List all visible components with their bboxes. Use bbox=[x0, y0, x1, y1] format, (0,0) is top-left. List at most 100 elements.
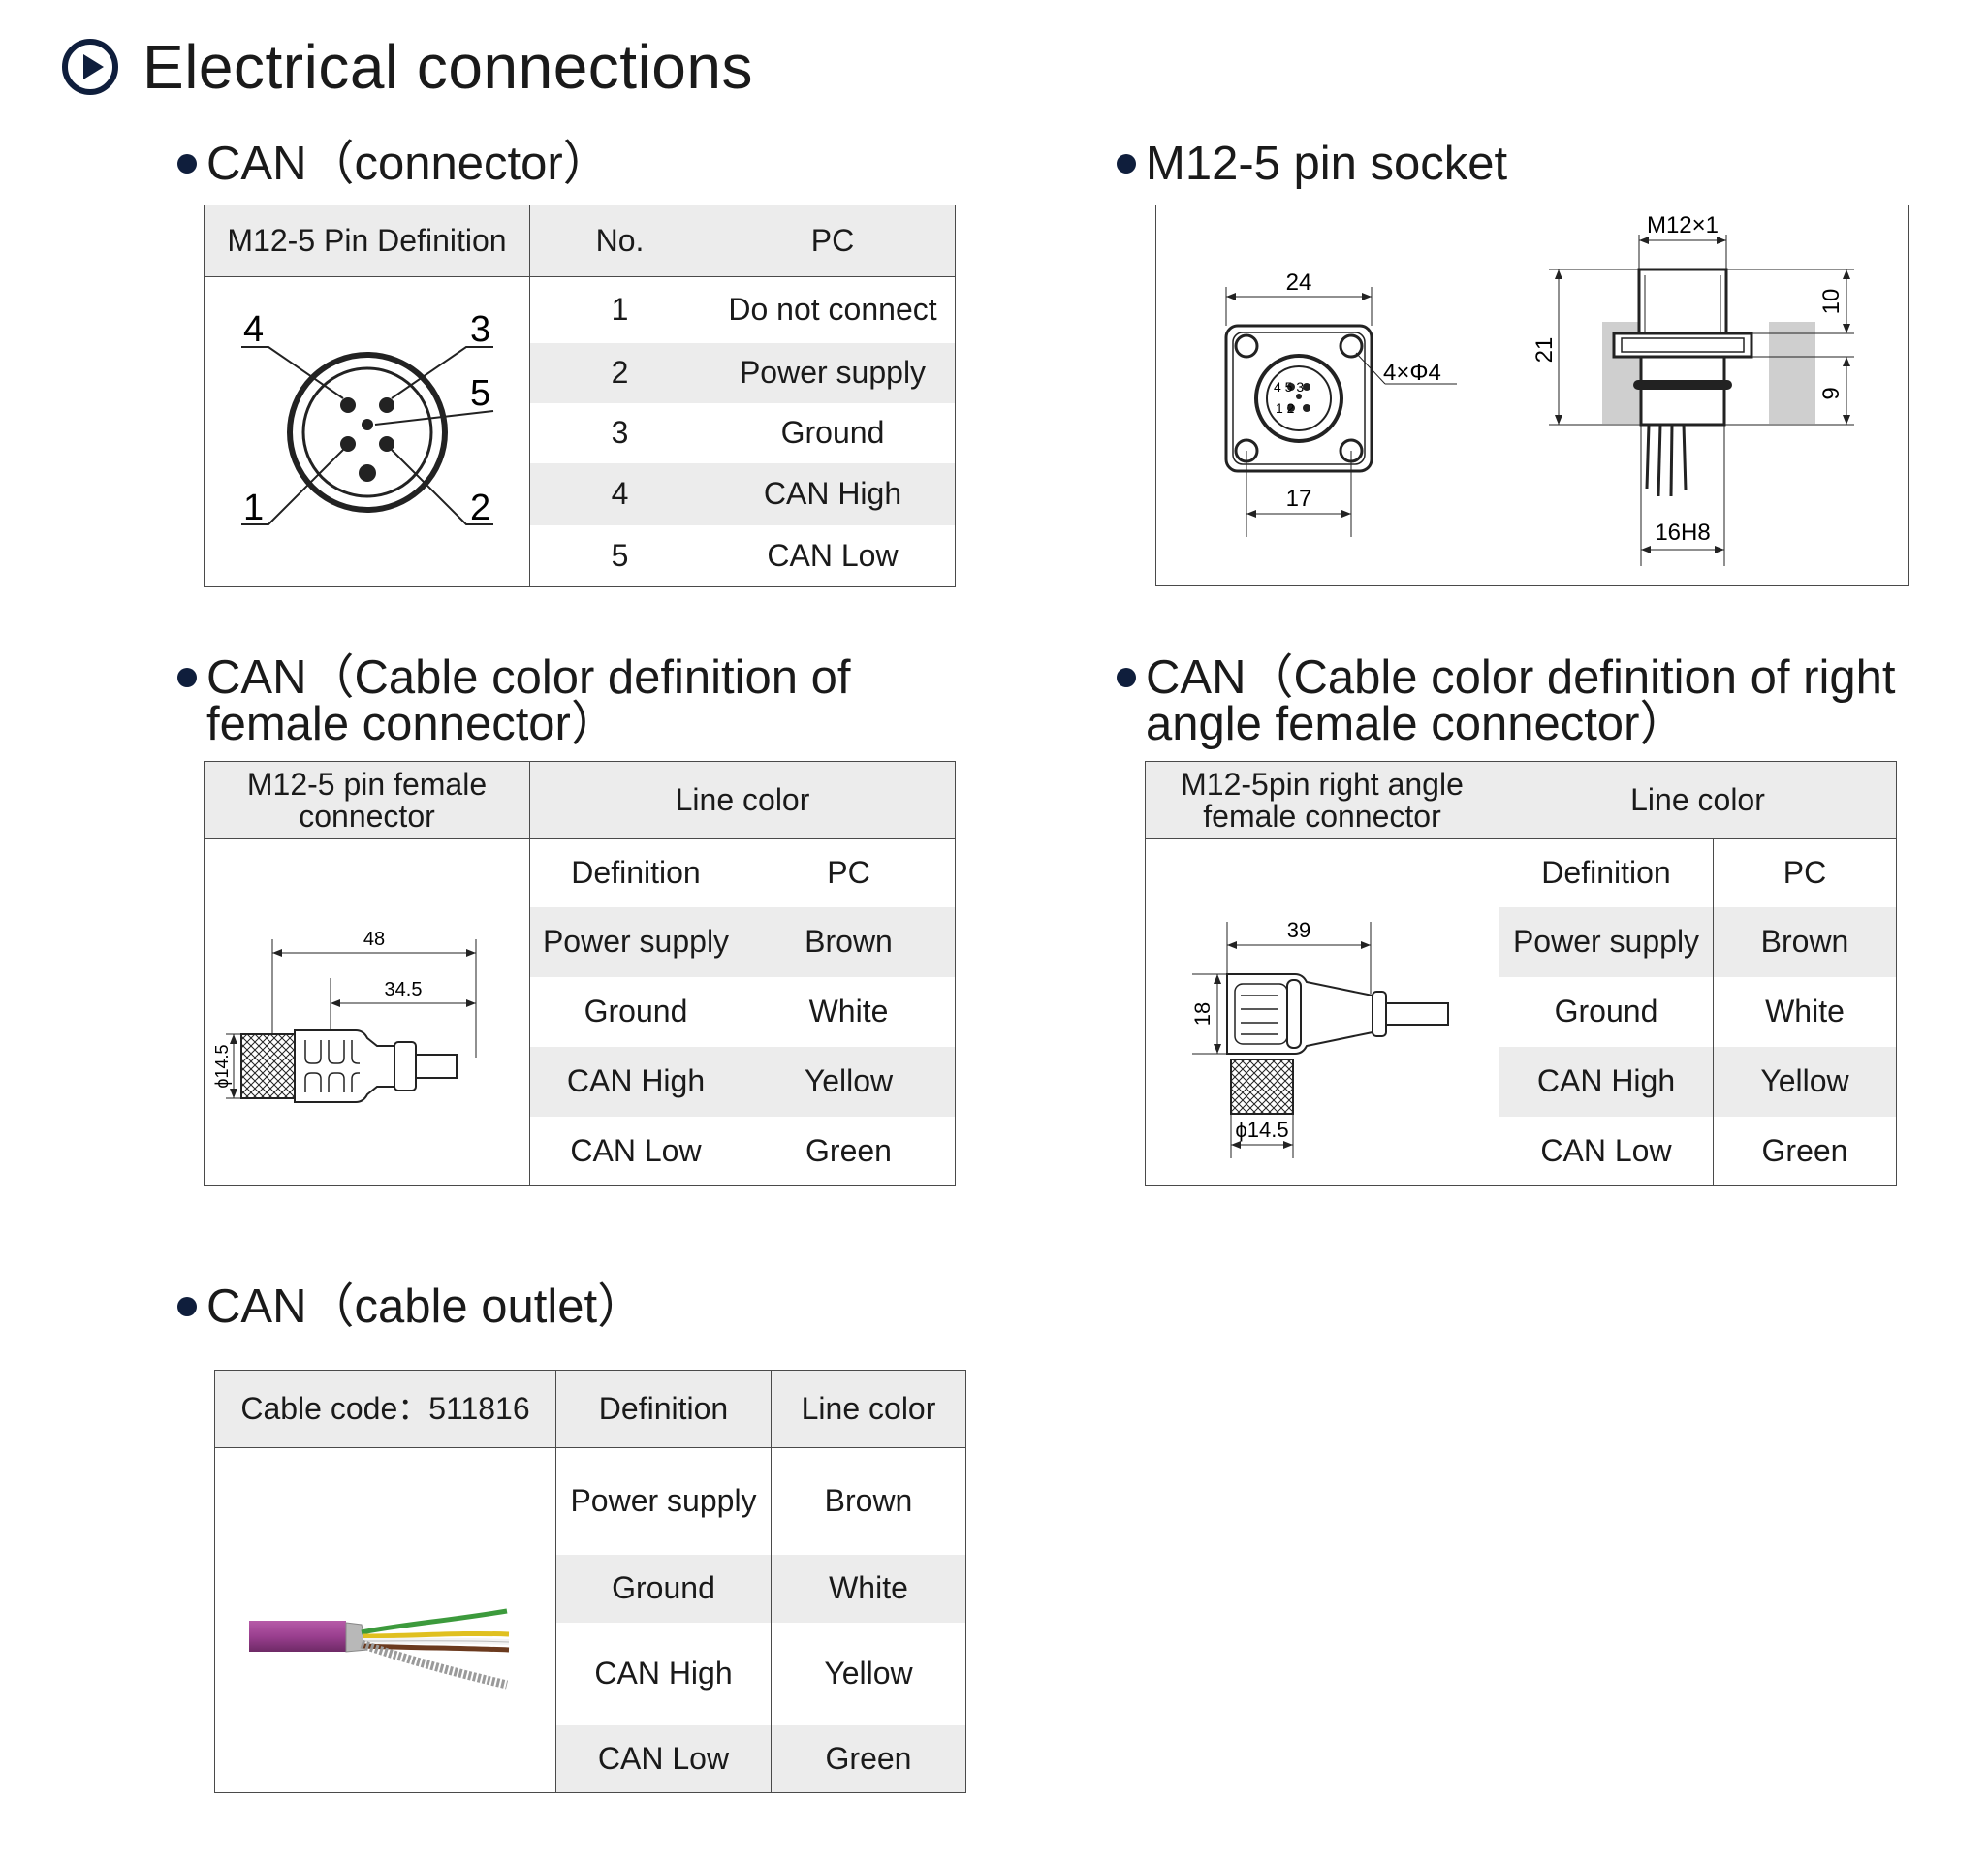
female-connector-drawing-cell: 48 34.5 ϕ14.5 bbox=[204, 838, 530, 1186]
dimension-label: 4×Φ4 bbox=[1383, 360, 1441, 386]
table-row: 3 Ground bbox=[205, 402, 956, 463]
page-title-text: Electrical connections bbox=[142, 32, 753, 102]
table-cell: Power supply bbox=[710, 342, 956, 403]
subheader-cell: Definition bbox=[529, 838, 742, 907]
dimension-label: 24 bbox=[1286, 269, 1312, 296]
table-cell: 5 bbox=[529, 524, 710, 587]
table-cell: CAN High bbox=[710, 462, 956, 525]
table-row: 2 Power supply bbox=[205, 342, 956, 403]
table-row: CAN Low Green bbox=[215, 1724, 966, 1793]
cable-photo-cell bbox=[214, 1447, 556, 1793]
section-heading-cable-outlet: CAN（cable outlet） bbox=[177, 1283, 645, 1331]
header-cell: Line color bbox=[771, 1370, 966, 1448]
table-cell: Yellow bbox=[771, 1622, 966, 1725]
dimension-label: 18 bbox=[1190, 1001, 1215, 1025]
header-cell: No. bbox=[529, 205, 710, 277]
pin-number-label: 4 5 3 bbox=[1274, 379, 1304, 395]
table-cell: Green bbox=[742, 1116, 956, 1186]
table-cell: White bbox=[742, 976, 956, 1047]
table-row: CAN High Yellow bbox=[205, 1046, 956, 1117]
dimension-label: ϕ14.5 bbox=[1235, 1118, 1288, 1142]
cable-image bbox=[248, 1608, 509, 1689]
table-cell: 4 bbox=[529, 462, 710, 525]
dimension-label: 21 bbox=[1531, 337, 1558, 364]
table-cell: Yellow bbox=[742, 1046, 956, 1117]
table-row: CAN Low Green bbox=[1146, 1116, 1897, 1186]
pin-number-label: 1 2 bbox=[1276, 400, 1295, 416]
table-cell: CAN Low bbox=[529, 1116, 742, 1186]
cable-outlet-table: Cable code：511816 Definition Line color bbox=[214, 1370, 966, 1793]
header-cell: M12-5 Pin Definition bbox=[204, 205, 530, 277]
pin-label: 2 bbox=[470, 488, 490, 528]
table-cell: Green bbox=[771, 1724, 966, 1793]
table-row: CAN High Yellow bbox=[1146, 1046, 1897, 1117]
subheader-cell: PC bbox=[742, 838, 956, 907]
subheader-cell: Definition bbox=[1499, 838, 1714, 907]
table-cell: Ground bbox=[555, 1554, 772, 1623]
table-cell: CAN High bbox=[1499, 1046, 1714, 1117]
pin-label: 1 bbox=[243, 488, 264, 528]
dimension-label: 48 bbox=[363, 929, 384, 950]
header-cell: PC bbox=[710, 205, 956, 277]
section-heading-m12-socket: M12-5 pin socket bbox=[1117, 141, 1507, 188]
table-header-row: M12-5 pin female connector Line color bbox=[204, 761, 956, 839]
table-header-row: M12-5 Pin Definition No. PC bbox=[204, 205, 956, 277]
bullet-icon bbox=[177, 1297, 197, 1316]
table-cell: CAN Low bbox=[1499, 1116, 1714, 1186]
table-row: 5 CAN Low bbox=[205, 524, 956, 587]
dimension-label: ϕ14.5 bbox=[212, 1044, 232, 1088]
table-cell: CAN High bbox=[529, 1046, 742, 1117]
header-cell: Cable code：511816 bbox=[214, 1370, 556, 1448]
header-cell: Line color bbox=[1499, 761, 1897, 839]
pin-definition-table: M12-5 Pin Definition No. PC 4 3 5 bbox=[204, 205, 956, 587]
table-cell: White bbox=[1713, 976, 1897, 1047]
right-angle-connector-drawing-cell: 39 18 ϕ14.5 bbox=[1145, 838, 1499, 1186]
table-row: CAN Low Green bbox=[205, 1116, 956, 1186]
socket-drawing-panel: 4 5 3 1 2 24 17 4×Φ4 bbox=[1155, 205, 1909, 586]
table-cell: 2 bbox=[529, 342, 710, 403]
play-circle-icon bbox=[62, 39, 118, 95]
table-cell: CAN Low bbox=[710, 524, 956, 587]
dimension-label: 39 bbox=[1287, 918, 1310, 942]
header-cell: M12-5 pin female connector bbox=[204, 761, 530, 839]
table-cell: Green bbox=[1713, 1116, 1897, 1186]
table-row: Ground White bbox=[215, 1554, 966, 1623]
dimension-label: M12×1 bbox=[1647, 212, 1719, 238]
dimension-label: 9 bbox=[1818, 387, 1845, 399]
header-cell: M12-5pin right angle female connector bbox=[1145, 761, 1499, 839]
table-row: CAN High Yellow bbox=[215, 1622, 966, 1725]
table-row: 4 CAN High bbox=[205, 462, 956, 525]
section-heading-female-cable: CAN（Cable color definition of female con… bbox=[177, 654, 851, 748]
bullet-icon bbox=[177, 154, 197, 174]
pin-label: 5 bbox=[470, 373, 490, 414]
table-cell: CAN High bbox=[555, 1622, 772, 1725]
dimension-label: 34.5 bbox=[384, 979, 422, 1000]
pin-label: 4 bbox=[243, 309, 264, 350]
subheader-cell: PC bbox=[1713, 838, 1897, 907]
right-angle-connector-drawing: 39 18 ϕ14.5 bbox=[1190, 918, 1449, 1158]
table-cell: Yellow bbox=[1713, 1046, 1897, 1117]
header-cell: Definition bbox=[555, 1370, 772, 1448]
table-row: Ground White bbox=[205, 976, 956, 1047]
table-row: Power supply Brown bbox=[205, 906, 956, 977]
dimension-label: 17 bbox=[1286, 486, 1312, 512]
table-cell: 3 bbox=[529, 402, 710, 463]
pin-diagram-cell: 4 3 5 1 2 bbox=[204, 276, 530, 587]
page-title: Electrical connections bbox=[61, 31, 753, 103]
table-header-row: Cable code：511816 Definition Line color bbox=[214, 1370, 966, 1448]
m12-pin-diagram: 4 3 5 1 2 bbox=[240, 309, 493, 528]
section-heading-can-connector: CAN（connector） bbox=[177, 141, 611, 188]
header-cell: Line color bbox=[529, 761, 956, 839]
table-cell: Power supply bbox=[1499, 906, 1714, 977]
table-row: Power supply Brown bbox=[1146, 906, 1897, 977]
female-connector-drawing: 48 34.5 ϕ14.5 bbox=[212, 929, 476, 1103]
table-cell: Brown bbox=[1713, 906, 1897, 977]
right-angle-connector-color-table: M12-5pin right angle female connector Li… bbox=[1145, 761, 1897, 1186]
bullet-icon bbox=[1117, 668, 1136, 687]
table-cell: Ground bbox=[529, 976, 742, 1047]
table-subheader-row: 48 34.5 ϕ14.5 Definition PC bbox=[204, 838, 956, 1186]
dimension-label: 10 bbox=[1818, 289, 1845, 315]
bullet-icon bbox=[1117, 154, 1136, 174]
table-header-row: M12-5pin right angle female connector Li… bbox=[1145, 761, 1897, 839]
table-cell: Ground bbox=[710, 402, 956, 463]
